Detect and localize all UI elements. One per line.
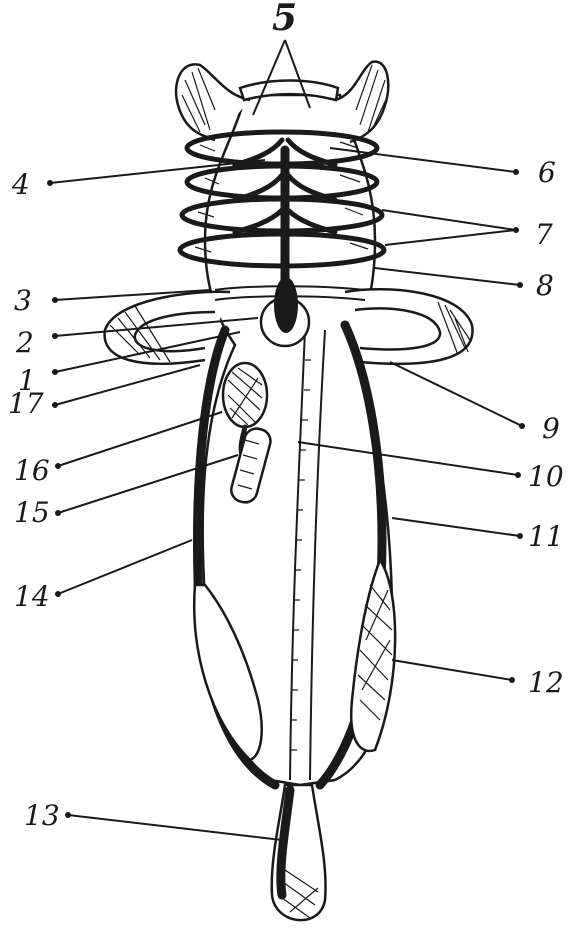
label-2: 2 [15, 326, 34, 359]
leader-12 [392, 660, 512, 680]
label-9: 9 [542, 412, 560, 445]
label-4: 4 [11, 168, 30, 201]
leader-7a [382, 210, 516, 230]
label-17: 17 [8, 387, 44, 420]
label-14: 14 [14, 580, 50, 613]
anatomy-drawing [105, 62, 473, 921]
leader-8 [375, 268, 520, 285]
leader-7b [385, 230, 516, 245]
label-6: 6 [538, 156, 556, 189]
leader-11 [392, 518, 520, 536]
label-10: 10 [528, 460, 564, 493]
label-15: 15 [14, 496, 50, 529]
label-3: 3 [14, 284, 32, 317]
label-11: 11 [528, 520, 564, 553]
label-8: 8 [536, 269, 554, 302]
leader-14 [58, 540, 192, 594]
leader-9 [390, 362, 522, 426]
leader-13 [68, 815, 282, 840]
leader-17 [55, 365, 200, 405]
label-7: 7 [535, 218, 553, 251]
label-12: 12 [528, 666, 564, 699]
label-16: 16 [14, 454, 50, 487]
heart [274, 277, 298, 333]
label-5: 5 [272, 0, 297, 39]
label-13: 13 [24, 799, 60, 832]
